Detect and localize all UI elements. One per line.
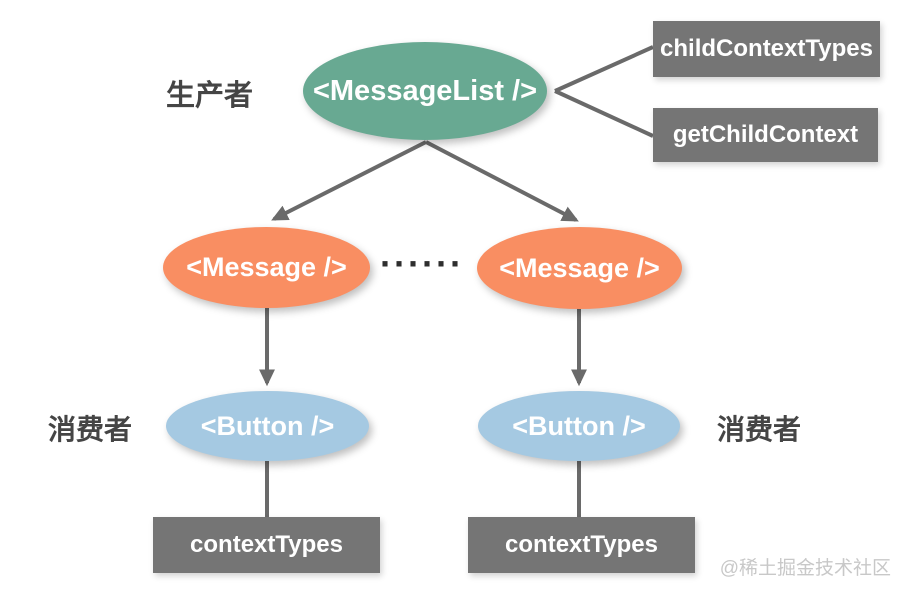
- box-child-context-types: childContextTypes: [653, 21, 880, 77]
- node-button-left: <Button />: [166, 391, 369, 461]
- box-context-types-right: contextTypes: [468, 517, 695, 573]
- box-get-child-context: getChildContext: [653, 108, 878, 162]
- producer-label: 生产者: [166, 80, 254, 112]
- connector-messagelist-to-childcontexttypes: [554, 45, 654, 93]
- connector-messagelist-to-getchildcontext: [554, 89, 654, 138]
- node-message-left: <Message />: [163, 227, 370, 308]
- watermark: @稀土掘金技术社区: [719, 558, 891, 579]
- consumer-label-left: 消费者: [48, 414, 133, 445]
- consumer-label-right: 消费者: [717, 414, 802, 445]
- node-message-list: <MessageList />: [303, 42, 547, 140]
- arrow-messagelist-to-message-right: [425, 140, 579, 222]
- box-context-types-left: contextTypes: [153, 517, 380, 573]
- ellipsis-dots: ······: [380, 243, 464, 284]
- node-button-right: <Button />: [478, 391, 680, 461]
- arrow-messagelist-to-message-left: [271, 140, 427, 221]
- node-message-right: <Message />: [477, 227, 682, 309]
